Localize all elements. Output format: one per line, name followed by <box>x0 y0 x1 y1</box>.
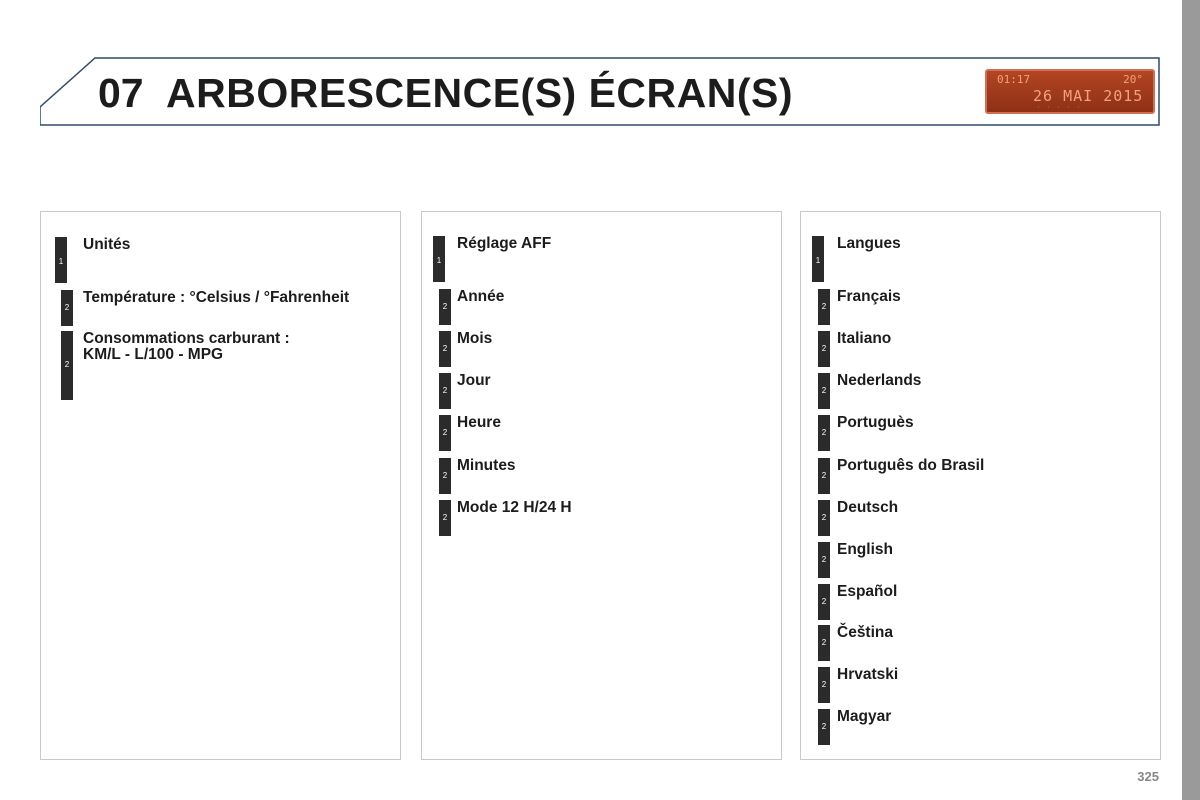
menu-item-label: Langues <box>837 235 901 252</box>
menu-item-label: Jour <box>457 372 491 389</box>
level-2-tab: 2 <box>61 290 73 326</box>
menu-item-label: Consommations carburant : KM/L - L/100 -… <box>83 330 290 363</box>
menu-item-label: Mode 12 H/24 H <box>457 499 572 516</box>
lcd-indicator-dots: · · · · · <box>1037 105 1083 111</box>
menu-item-label: Mois <box>457 330 493 347</box>
level-2-tab: 2 <box>439 500 451 536</box>
menu-item-label: Deutsch <box>837 499 899 516</box>
level-2-tab: 2 <box>818 667 830 703</box>
menu-item-label: Minutes <box>457 457 516 474</box>
menu-item-label: Italiano <box>837 330 892 347</box>
menu-item-label: Español <box>837 583 898 600</box>
level-2-tab: 2 <box>818 542 830 578</box>
menu-tree-panel-languages: 1 Langues 2 Français 2 Italiano 2 Nederl… <box>800 211 1161 760</box>
page-number: 325 <box>1137 769 1159 784</box>
menu-item-label: Čeština <box>837 624 893 641</box>
lcd-temperature: 20° <box>1123 73 1143 86</box>
menu-item-label: Température : °Celsius / °Fahrenheit <box>83 289 350 306</box>
menu-item-label: Hrvatski <box>837 666 899 683</box>
chapter-title: ARBORESCENCE(S) ÉCRAN(S) <box>166 70 794 116</box>
menu-item-label: Portuguès <box>837 414 914 431</box>
menu-item-label: Réglage AFF <box>457 235 552 252</box>
level-2-tab: 2 <box>818 331 830 367</box>
lcd-time: 01:17 <box>997 73 1031 86</box>
header-frame <box>40 57 1160 126</box>
level-2-tab: 2 <box>439 331 451 367</box>
level-2-tab: 2 <box>818 584 830 620</box>
lcd-display-illustration: 01:17 20° 26 MAI 2015 · · · · · <box>985 69 1155 114</box>
level-2-tab: 2 <box>818 373 830 409</box>
level-2-tab: 2 <box>818 625 830 661</box>
menu-item-label: Heure <box>457 414 501 431</box>
level-2-tab: 2 <box>439 373 451 409</box>
menu-item-label: Português do Brasil <box>837 457 985 474</box>
level-2-tab: 2 <box>818 709 830 745</box>
level-2-tab: 2 <box>818 500 830 536</box>
level-1-tab: 1 <box>433 236 445 282</box>
menu-item-label: Unités <box>83 236 131 253</box>
level-1-tab: 1 <box>812 236 824 282</box>
chapter-header: 07 ARBORESCENCE(S) ÉCRAN(S) 01:17 20° 26… <box>40 57 1160 126</box>
chapter-number: 07 <box>98 70 144 116</box>
level-2-tab: 2 <box>439 289 451 325</box>
page-edge-strip <box>1182 0 1200 800</box>
menu-item-label: Nederlands <box>837 372 922 389</box>
level-2-tab: 2 <box>439 415 451 451</box>
menu-item-label: Année <box>457 288 505 305</box>
level-2-tab: 2 <box>61 331 73 400</box>
menu-item-label: Français <box>837 288 901 305</box>
level-2-tab: 2 <box>818 458 830 494</box>
lcd-date: 26 MAI 2015 <box>1033 87 1144 105</box>
level-2-tab: 2 <box>818 289 830 325</box>
level-2-tab: 2 <box>818 415 830 451</box>
level-2-tab: 2 <box>439 458 451 494</box>
menu-tree-panel-display-settings: 1 Réglage AFF 2 Année 2 Mois 2 Jour 2 He… <box>421 211 782 760</box>
level-1-tab: 1 <box>55 237 67 283</box>
menu-item-label: English <box>837 541 893 558</box>
menu-tree-panel-units: 1 Unités 2 Température : °Celsius / °Fah… <box>40 211 401 760</box>
menu-item-label: Magyar <box>837 708 892 725</box>
